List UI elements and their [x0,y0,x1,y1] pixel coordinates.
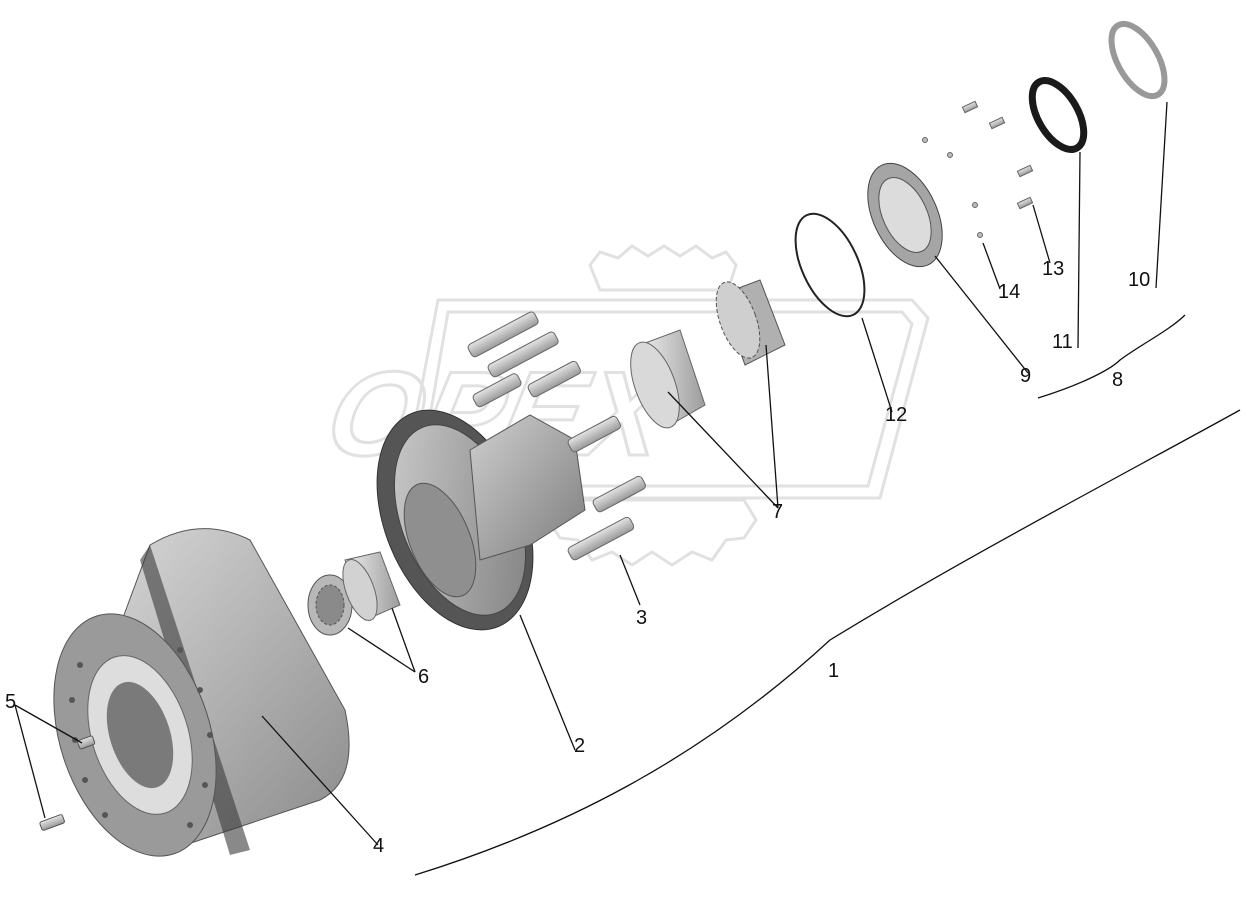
retaining-ring [1108,20,1168,100]
callout-1: 1 [828,660,839,682]
leader-lines [14,101,1241,876]
brake-drum [53,528,350,857]
callout-3: 3 [636,607,647,629]
callout-13: 13 [1042,258,1064,280]
callout-10: 10 [1128,269,1150,291]
callout-6: 6 [418,666,429,688]
callout-5: 5 [5,691,16,713]
drum-bolts [39,735,96,831]
cover-screws [961,100,1034,210]
callout-8: 8 [1112,369,1123,391]
wheel-hub [376,409,586,631]
callout-12: 12 [885,404,907,426]
cover-washers [922,137,983,238]
gear-and-bushing [307,551,401,636]
hub-cover [867,162,943,268]
callout-labels: 1 2 3 4 5 6 7 8 9 10 11 12 13 14 [5,258,1150,857]
callout-7: 7 [772,501,783,523]
tapered-bearing-outer-race [630,329,706,429]
callout-4: 4 [373,835,384,857]
tapered-roller-bearing [715,279,786,366]
callout-2: 2 [574,735,585,757]
callout-14: 14 [998,281,1020,303]
oil-seal [1028,77,1088,153]
gasket [794,212,866,318]
callout-9: 9 [1020,365,1031,387]
callout-11: 11 [1052,331,1073,353]
hub-studs [467,311,646,561]
